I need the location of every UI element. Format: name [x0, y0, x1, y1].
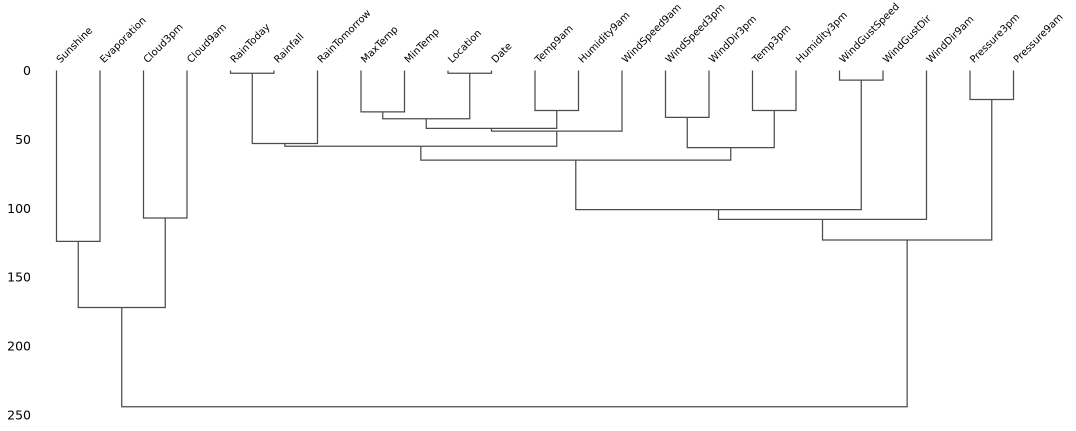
dendrogram-link: [121, 239, 908, 408]
dendrogram-link: [420, 146, 732, 161]
dendrogram-link: [251, 70, 319, 145]
leaf-label: Location: [446, 28, 484, 66]
dendrogram-link: [838, 70, 884, 81]
dendrogram-link: [686, 110, 775, 149]
dendrogram-link: [751, 70, 797, 112]
leaf-label: Sunshine: [55, 25, 95, 65]
leaf-label: Rainfall: [272, 32, 306, 66]
leaf-label: MaxTemp: [359, 24, 400, 65]
leaf-label: RainToday: [229, 22, 273, 66]
dendrogram-link: [575, 80, 862, 211]
dendrogram-link: [229, 70, 275, 74]
leaf-label: Temp3pm: [750, 23, 793, 66]
dendrogram-link: [360, 70, 406, 113]
leaf-label: MinTemp: [403, 26, 442, 65]
leaf-label: Cloud9am: [185, 22, 229, 66]
leaf-label: Date: [490, 41, 515, 66]
leaf-label: Temp9am: [533, 23, 576, 66]
dendrogram-link: [717, 70, 928, 220]
dendrogram-link: [425, 110, 558, 130]
y-tick-label: 0: [23, 63, 31, 78]
dendrogram-link: [55, 70, 101, 242]
y-tick-label: 200: [7, 339, 31, 354]
dendrogram-link: [534, 70, 580, 112]
dendrogram-link: [77, 217, 166, 309]
leaf-label: Cloud3pm: [142, 22, 186, 66]
dendrogram-link: [284, 131, 558, 147]
dendrogram-link: [969, 70, 1015, 101]
dendrogram-link: [447, 70, 493, 74]
y-tick-label: 100: [7, 201, 31, 216]
dendrogram-link: [142, 70, 188, 219]
y-tick-label: 50: [15, 132, 31, 147]
dendrogram-link: [664, 70, 710, 118]
y-tick-label: 250: [7, 408, 31, 423]
y-tick-label: 150: [7, 270, 31, 285]
